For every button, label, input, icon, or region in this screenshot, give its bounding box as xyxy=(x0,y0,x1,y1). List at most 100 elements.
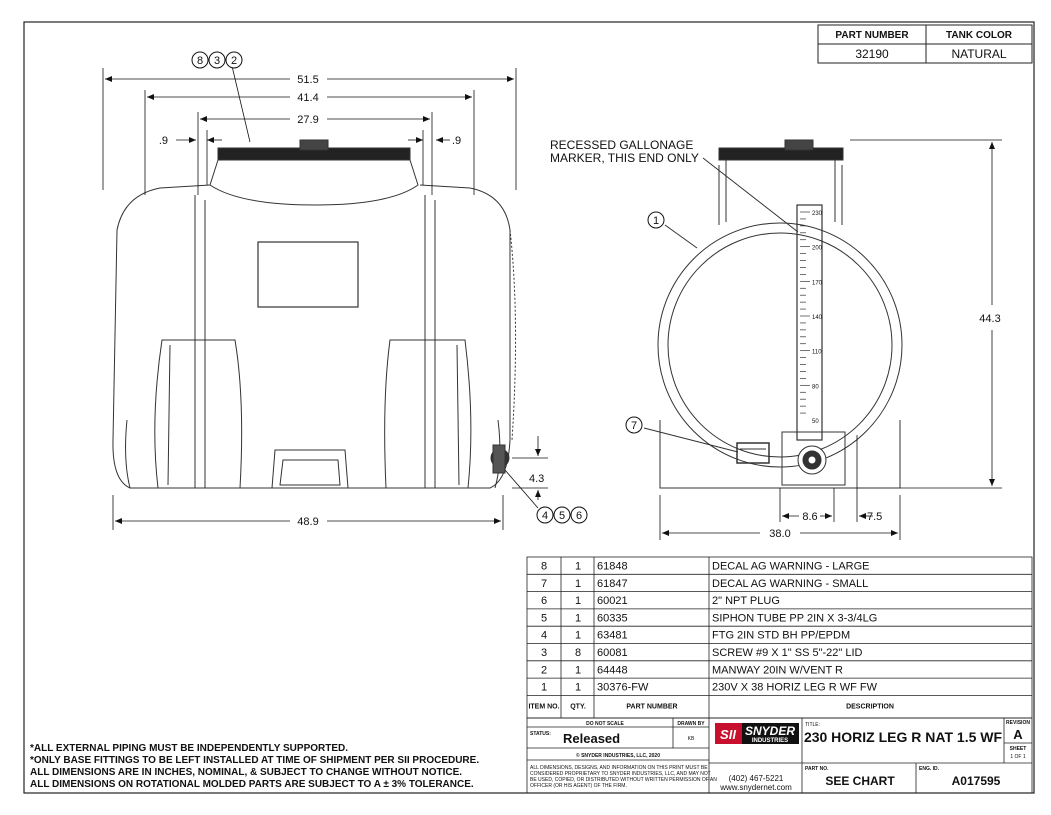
balloons-bottom: 4 5 6 xyxy=(536,506,588,524)
bom-header-item: ITEM NO. xyxy=(528,703,559,710)
bom-cell-part: 64448 xyxy=(597,664,628,676)
legal-1: ALL DIMENSIONS, DESIGNS, AND INFORMATION… xyxy=(530,765,708,771)
dim-right-offset: .9 xyxy=(452,135,461,147)
bom-cell-part: 60335 xyxy=(597,612,628,624)
eng-id: A017595 xyxy=(952,774,1001,788)
bom-cell-qty: 1 xyxy=(575,595,581,607)
title-label: TITLE: xyxy=(805,722,820,728)
balloon-5: 5 xyxy=(559,510,565,522)
gallonage-note-line2: MARKER, THIS END ONLY xyxy=(550,151,699,165)
tank-color-value: NATURAL xyxy=(951,47,1006,61)
bom-cell-desc: SCREW #9 X 1" SS 5"-22" LID xyxy=(712,647,863,659)
sheet: 1 OF 1 xyxy=(1010,754,1026,760)
leg-right xyxy=(384,339,472,489)
front-view xyxy=(112,139,517,489)
side-view xyxy=(643,139,903,489)
svg-text:SII: SII xyxy=(720,727,736,742)
side-dimensions xyxy=(659,139,1002,540)
balloon-6: 6 xyxy=(576,510,582,522)
bom-cell-item: 6 xyxy=(541,595,547,607)
gallonage-marker xyxy=(796,204,823,441)
part-number-label: PART NUMBER xyxy=(835,30,909,41)
bom-cell-item: 3 xyxy=(541,647,547,659)
phone: (402) 467-5221 xyxy=(729,774,784,783)
leg-left xyxy=(154,339,243,489)
front-dimensions xyxy=(102,65,548,530)
copyright: © SNYDER INDUSTRIES, LLC, 2020 xyxy=(576,752,660,759)
bom-header-desc: DESCRIPTION xyxy=(846,703,894,710)
drawing-title: 230 HORIZ LEG R NAT 1.5 WF xyxy=(804,729,1003,745)
bom-cell-qty: 1 xyxy=(575,664,581,676)
bom-cell-qty: 1 xyxy=(575,682,581,694)
bom-cell-item: 5 xyxy=(541,612,547,624)
balloon-2: 2 xyxy=(231,55,237,67)
part-number-value: 32190 xyxy=(855,47,889,61)
bom-cell-part: 30376-FW xyxy=(597,682,649,694)
note-1: *ALL EXTERNAL PIPING MUST BE INDEPENDENT… xyxy=(30,743,348,754)
bom-cell-qty: 1 xyxy=(575,612,581,624)
balloon-3: 3 xyxy=(214,55,220,67)
note-2: *ONLY BASE FITTINGS TO BE LEFT INSTALLED… xyxy=(30,755,479,766)
bom-cell-item: 1 xyxy=(541,682,547,694)
bom-cell-part: 60021 xyxy=(597,595,628,607)
drawn-by-label: DRAWN BY xyxy=(677,721,705,727)
center-recess xyxy=(271,449,349,489)
drawn-by: KB xyxy=(688,736,695,742)
balloon-8: 8 xyxy=(197,55,203,67)
header-table: PART NUMBER TANK COLOR 32190 NATURAL xyxy=(817,24,1033,64)
website: www.snydernet.com xyxy=(719,783,792,792)
sheet-border xyxy=(23,21,1035,794)
tank-body-outline xyxy=(112,184,511,489)
gallon-tick-label: 50 xyxy=(812,419,819,425)
dim-height: 44.3 xyxy=(979,313,1000,325)
gallon-tick-label: 140 xyxy=(812,315,823,321)
bom-cell-desc: DECAL AG WARNING - LARGE xyxy=(712,561,870,573)
dim-base: 48.9 xyxy=(297,516,318,528)
bom-cell-part: 61847 xyxy=(597,578,628,590)
bom-cell-qty: 8 xyxy=(575,647,581,659)
bom-cell-desc: MANWAY 20IN W/VENT R xyxy=(712,664,843,676)
status-label: STATUS: xyxy=(530,731,551,737)
bom-cell-desc: DECAL AG WARNING - SMALL xyxy=(712,578,868,590)
bom-cell-desc: 2" NPT PLUG xyxy=(712,595,780,607)
balloons-top: 8 3 2 xyxy=(191,51,243,69)
tank-color-label: TANK COLOR xyxy=(946,30,1013,41)
dim-width: 38.0 xyxy=(769,528,790,540)
do-not-scale: DO NOT SCALE xyxy=(586,721,624,727)
gallonage-note-line1: RECESSED GALLONAGE xyxy=(550,138,693,152)
bom-cell-desc: 230V X 38 HORIZ LEG R WF FW xyxy=(712,682,878,694)
gallon-tick-label: 110 xyxy=(812,350,822,356)
bom-header-qty: QTY. xyxy=(570,703,586,710)
legal-3: BE USED, COPIED, OR DISTRIBUTED WITHOUT … xyxy=(530,777,717,783)
bom-cell-item: 4 xyxy=(541,630,547,642)
bom-cell-item: 2 xyxy=(541,664,547,676)
bom-cell-desc: FTG 2IN STD BH PP/EPDM xyxy=(712,630,850,642)
bom-cell-qty: 1 xyxy=(575,578,581,590)
gallon-tick-label: 230 xyxy=(812,211,823,217)
tank-circle-inner xyxy=(667,232,893,458)
side-fitting xyxy=(781,431,846,486)
bom-cell-item: 7 xyxy=(541,578,547,590)
balloon-7: 7 xyxy=(631,420,637,432)
dim-overall: 51.5 xyxy=(297,74,318,86)
bom-cell-desc: SIPHON TUBE PP 2IN X 3-3/4LG xyxy=(712,612,877,624)
eng-id-label: ENG. ID. xyxy=(919,766,940,772)
dim-fitting-right: 7.5 xyxy=(867,511,882,523)
side-manway-lid xyxy=(718,147,844,161)
svg-text:INDUSTRIES: INDUSTRIES xyxy=(752,738,788,744)
dim-top: 41.4 xyxy=(297,92,318,104)
status: Released xyxy=(563,731,620,746)
manway xyxy=(209,159,419,206)
bom-cell-part: 61848 xyxy=(597,561,628,573)
bom-cell-item: 8 xyxy=(541,561,547,573)
legal-2: CONSIDERED PROPRIETARY TO SNYDER INDUSTR… xyxy=(530,771,711,777)
bom-cell-qty: 1 xyxy=(575,561,581,573)
front-dim-labels: 51.5 41.4 27.9 .9 .9 48.9 4.3 xyxy=(159,72,544,528)
bom-cell-part: 63481 xyxy=(597,630,628,642)
balloon-1: 1 xyxy=(653,215,659,227)
part-no-label: PART NO. xyxy=(805,766,829,772)
bom-header-part: PART NUMBER xyxy=(626,703,677,710)
label-area xyxy=(257,241,359,308)
notes: *ALL EXTERNAL PIPING MUST BE INDEPENDENT… xyxy=(30,743,479,790)
